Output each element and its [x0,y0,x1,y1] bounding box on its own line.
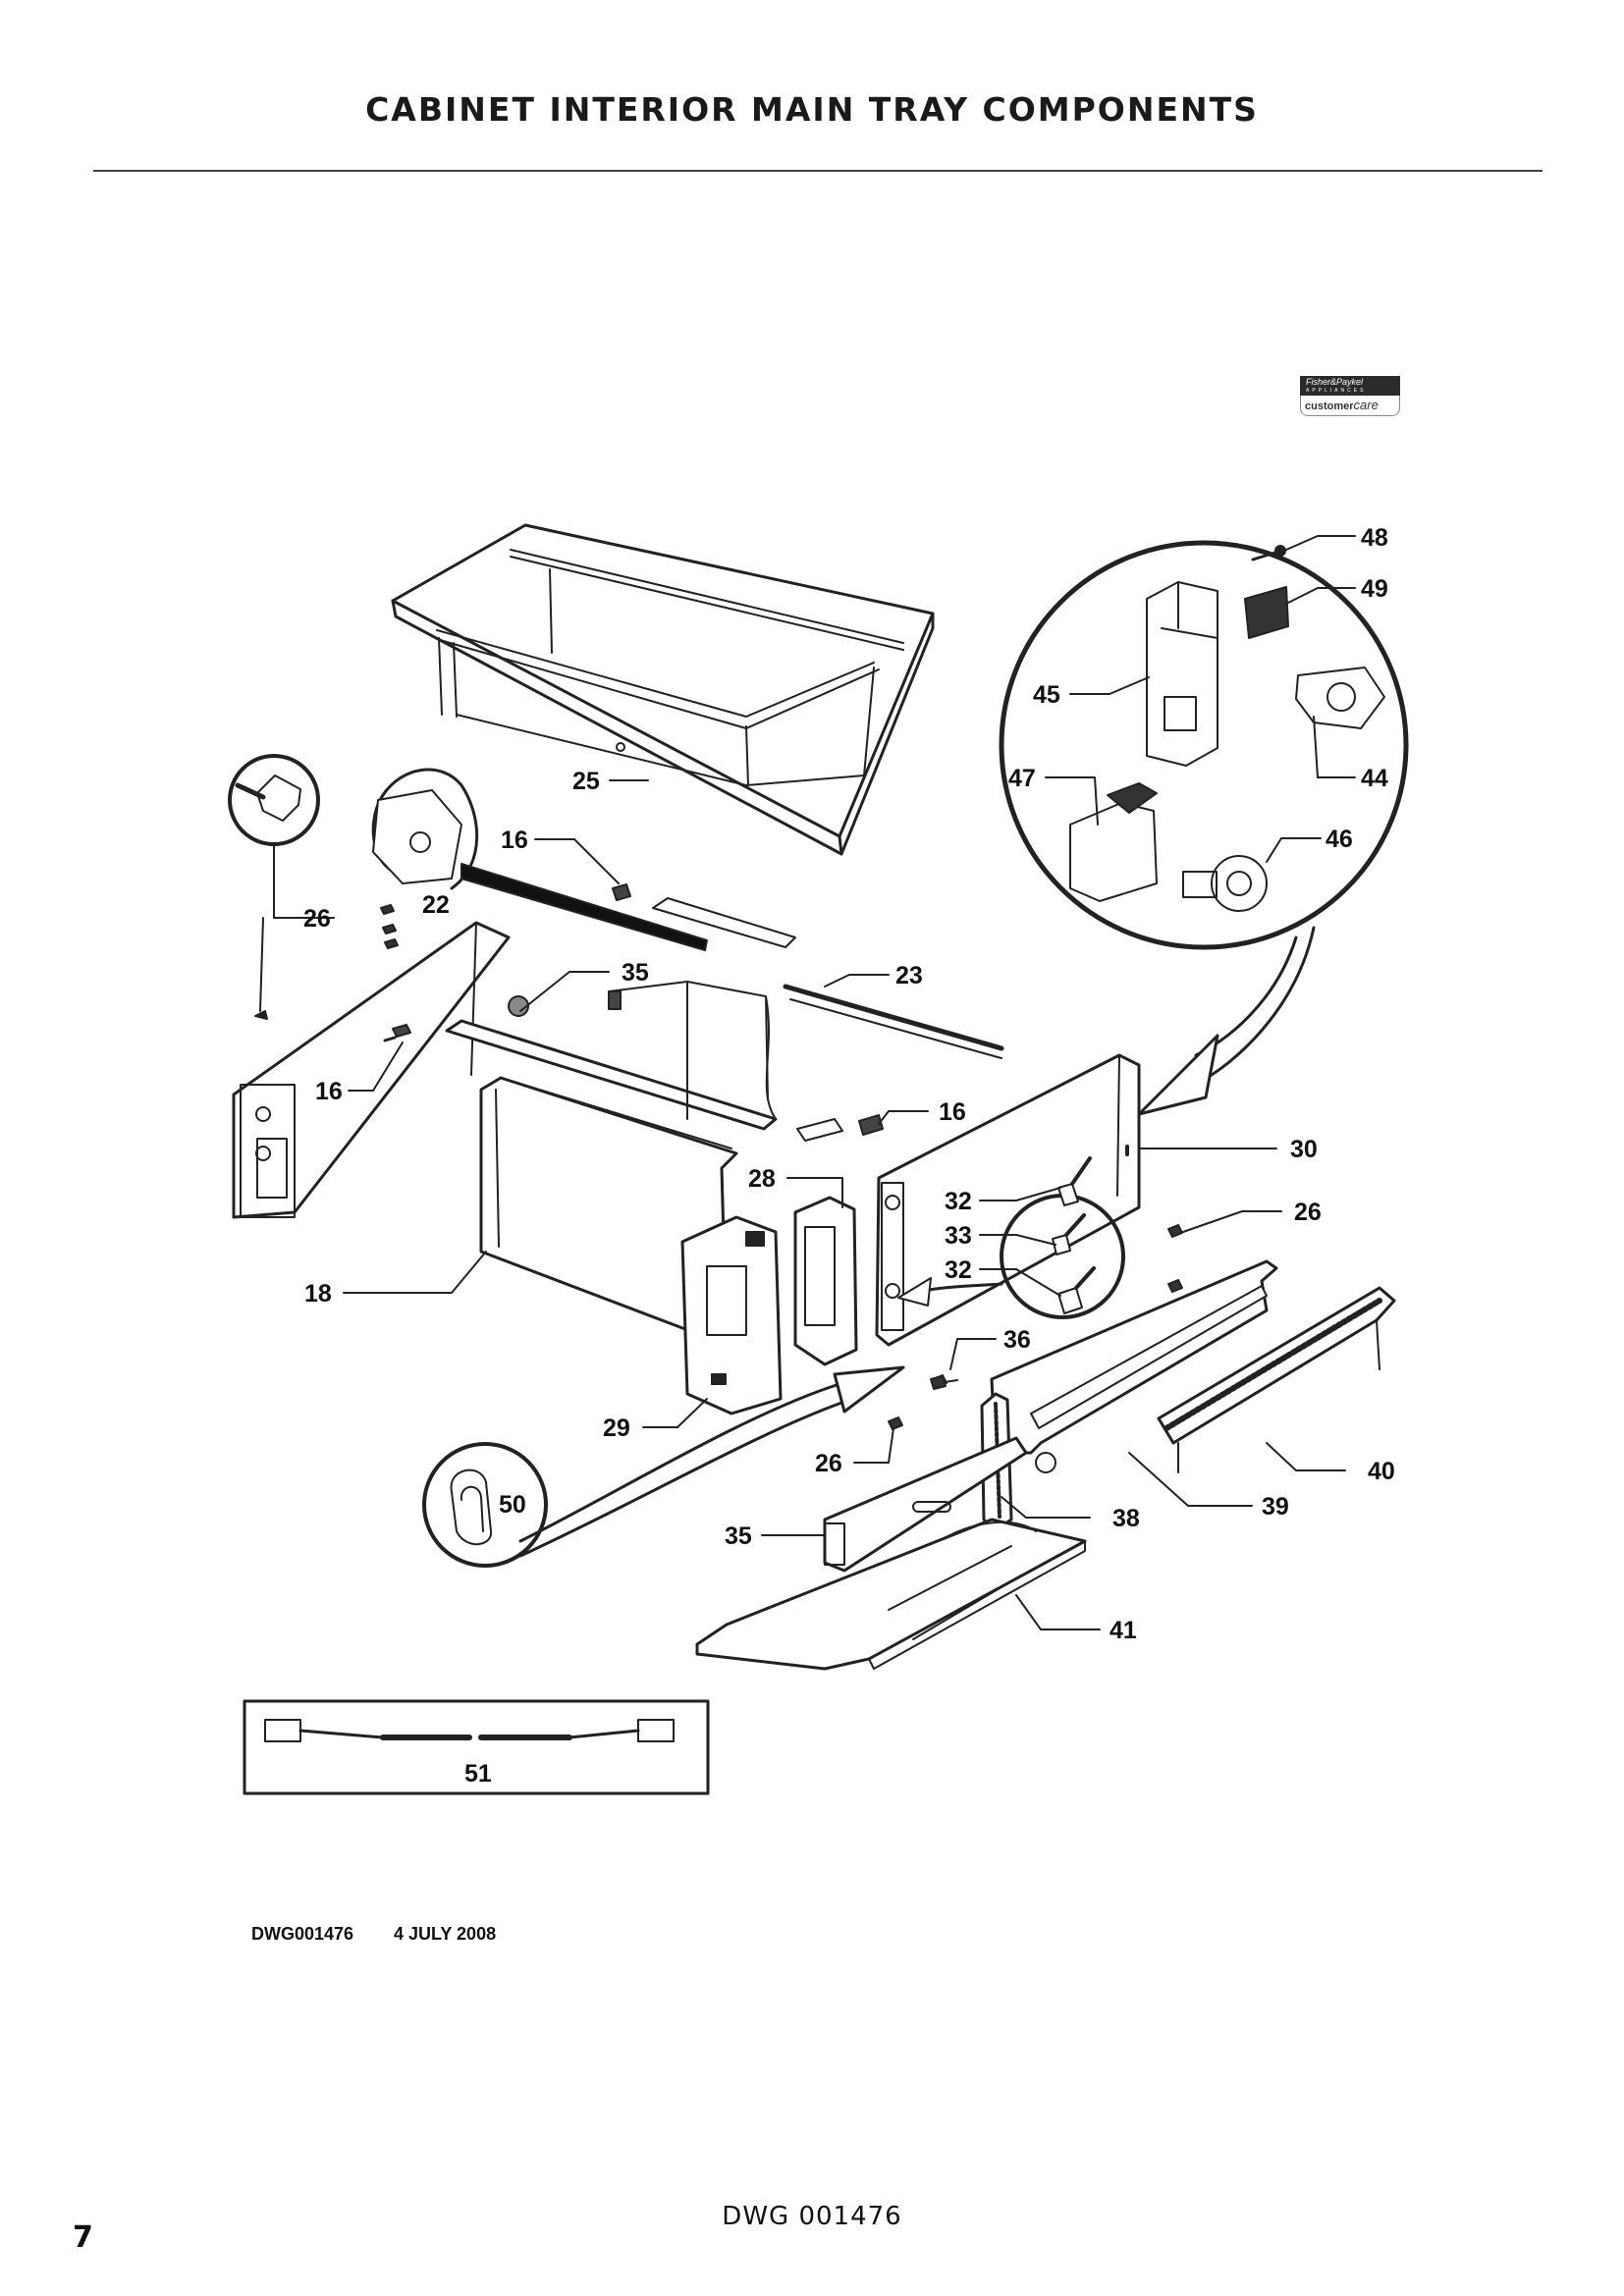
callout-22: 22 [422,891,450,919]
logo-brand: Fisher&Paykel [1306,377,1364,387]
detail-circle-clip-50 [422,1442,548,1568]
callout-32-top: 32 [945,1188,972,1215]
callout-39: 39 [1262,1493,1289,1521]
callout-25: 25 [572,768,600,795]
callout-48: 48 [1361,524,1388,552]
left-side-panel [232,921,511,1219]
part-51-wiring-harness [243,1699,710,1795]
logo-service-script: care [1353,398,1379,412]
detail-circle-screws-32-33 [897,1156,1125,1319]
detail-link-arrow-50 [518,1365,905,1558]
detail-link-arrow [1137,926,1316,1116]
callout-35-top: 35 [622,959,649,987]
drawing-reference: DWG001476 [251,1924,354,1944]
callout-26-right: 26 [1294,1199,1322,1226]
rails-center [445,897,1004,1131]
callout-38: 38 [1112,1505,1140,1532]
page-title: CABINET INTERIOR MAIN TRAY COMPONENTS [365,90,1259,129]
part-28-cover [793,1196,858,1366]
detail-circle-screw [228,754,320,1020]
callout-23: 23 [895,962,923,989]
part-26-screws-left [380,904,399,949]
callout-26-bottom: 26 [815,1450,842,1477]
callout-16-top: 16 [501,827,528,854]
callout-45: 45 [1033,681,1060,709]
drawing-date: 4 JULY 2008 [394,1924,497,1944]
callout-49: 49 [1361,575,1388,603]
leader-lines [313,535,1356,1630]
title-divider [93,170,1543,172]
part-25-storage-bin [391,523,935,856]
logo-service-bar: customercare [1300,396,1400,416]
callout-16-left: 16 [315,1078,343,1105]
callout-44: 44 [1361,765,1388,792]
callout-28: 28 [748,1165,776,1193]
part-41-bottom-tray [695,1518,1087,1671]
callout-47: 47 [1008,765,1036,792]
callout-30: 30 [1290,1136,1318,1163]
footer-drawing-number: DWG 001476 [722,2202,902,2231]
part-18-front-panel [479,981,777,1347]
callout-29: 29 [603,1415,630,1442]
part-40-gear-rack [1157,1286,1396,1473]
part-26-screws-right [888,1224,1183,1430]
callout-16-right: 16 [939,1098,966,1126]
callout-51: 51 [464,1760,492,1788]
callout-40: 40 [1368,1458,1395,1485]
callout-26-left: 26 [303,905,331,933]
part-16-clips [612,883,884,1142]
detail-circle-tray-clips [999,540,1409,950]
detail-circle-plate [371,768,708,951]
part-36-pin [930,1375,958,1390]
callout-33: 33 [945,1222,972,1250]
callout-46: 46 [1326,826,1353,853]
callout-50: 50 [499,1491,526,1519]
part-39-slide-rail [990,1259,1278,1473]
callout-18: 18 [304,1280,332,1308]
page-number: 7 [73,2220,93,2255]
part-29-holder [680,1215,783,1415]
callout-41: 41 [1110,1617,1137,1644]
part-35-slide [823,1436,1028,1573]
callout-labels: 48 49 45 44 47 46 25 16 22 26 35 23 16 1… [303,524,1395,1788]
logo-service: customer [1305,400,1354,412]
callout-36: 36 [1003,1326,1031,1354]
callout-32-bottom: 32 [945,1256,972,1284]
callout-35-bottom: 35 [725,1522,752,1550]
logo-brand-sub: APPLIANCES [1306,388,1367,394]
